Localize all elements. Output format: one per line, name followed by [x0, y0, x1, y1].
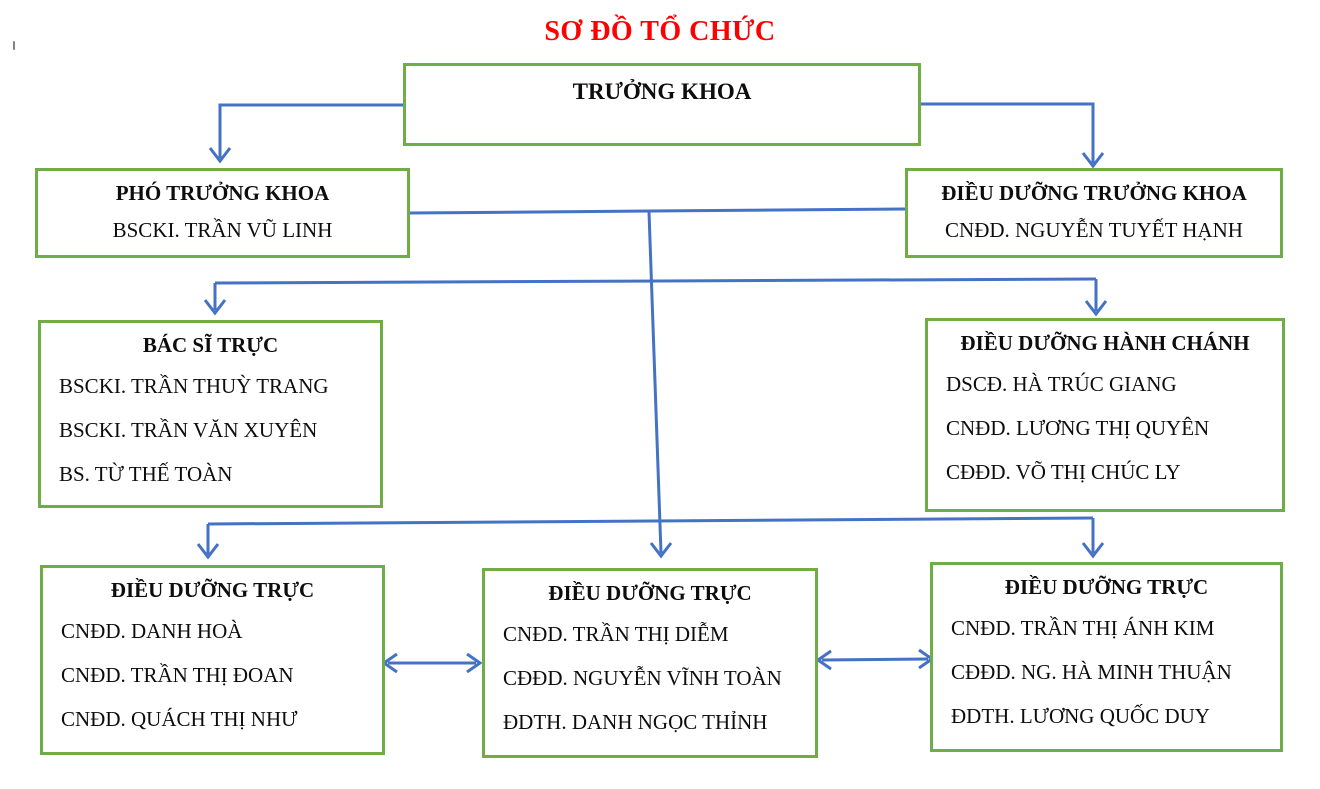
- member-name: CĐĐD. NGUYỄN VĨNH TOÀN: [503, 666, 782, 690]
- stray-artifact-mark: [13, 41, 15, 50]
- connector-top-to-left: [218, 103, 403, 158]
- connector-bottom-bar: [207, 516, 1094, 526]
- arrowhead-left-icon: [815, 649, 832, 671]
- box-dieu-duong-truc-1: ĐIỀU DƯỠNG TRỰC CNĐD. DANH HOÀ CNĐD. TRẦ…: [40, 565, 385, 755]
- member-name: ĐDTH. LƯƠNG QUỐC DUY: [951, 704, 1210, 728]
- member-list: CNĐD. DANH HOÀ CNĐD. TRẦN THỊ ĐOAN CNĐD.…: [43, 609, 382, 741]
- box-header: TRƯỞNG KHOA: [572, 79, 752, 104]
- connector-level2-bar: [409, 207, 906, 215]
- member-name: CNĐD. NGUYỄN TUYẾT HẠNH: [945, 218, 1243, 242]
- arrowhead-down-icon: [1081, 152, 1105, 169]
- connector-center-trunk: [647, 211, 663, 554]
- arrowhead-down-icon: [208, 147, 232, 164]
- connector-truc2-truc3: [821, 657, 929, 662]
- arrowhead-right-icon: [466, 652, 483, 674]
- box-header: ĐIỀU DƯỠNG HÀNH CHÁNH: [960, 331, 1250, 355]
- connector-top-to-right: [921, 102, 1095, 163]
- arrowhead-down-icon: [1081, 542, 1105, 559]
- page-title: SƠ ĐỒ TỔ CHỨC: [544, 16, 776, 47]
- box-header: BÁC SĨ TRỰC: [142, 333, 279, 357]
- member-name: BSCKI. TRẦN VĂN XUYÊN: [59, 418, 318, 442]
- member-name: BSCKI. TRẦN THUỲ TRANG: [59, 374, 329, 398]
- arrowhead-down-icon: [203, 299, 227, 316]
- box-header: ĐIỀU DƯỠNG TRỰC: [1004, 575, 1209, 599]
- box-dieu-duong-truc-3: ĐIỀU DƯỠNG TRỰC CNĐD. TRẦN THỊ ÁNH KIM C…: [930, 562, 1283, 752]
- box-truong-khoa: TRƯỞNG KHOA: [403, 63, 921, 146]
- box-dieu-duong-truong-khoa: ĐIỀU DƯỠNG TRƯỞNG KHOA CNĐD. NGUYỄN TUYẾ…: [905, 168, 1283, 258]
- box-header: ĐIỀU DƯỠNG TRỰC: [110, 578, 315, 602]
- member-name: DSCĐ. HÀ TRÚC GIANG: [946, 372, 1177, 396]
- arrowhead-down-icon: [649, 542, 673, 559]
- member-name: CNĐD. DANH HOÀ: [61, 619, 243, 643]
- member-list: BSCKI. TRẦN THUỲ TRANG BSCKI. TRẦN VĂN X…: [41, 364, 380, 496]
- arrowhead-left-icon: [381, 652, 398, 674]
- member-name: CNĐD. TRẦN THỊ ĐOAN: [61, 663, 294, 687]
- member-name: BSCKI. TRẦN VŨ LINH: [112, 218, 333, 242]
- member-list: CNĐD. TRẦN THỊ DIỄM CĐĐD. NGUYỄN VĨNH TO…: [485, 612, 815, 744]
- member-name: CNĐD. QUÁCH THỊ NHƯ: [61, 707, 298, 731]
- member-name: CĐĐD. NG. HÀ MINH THUẬN: [951, 660, 1232, 684]
- box-header: PHÓ TRƯỞNG KHOA: [115, 181, 330, 205]
- box-header: ĐIỀU DƯỠNG TRƯỞNG KHOA: [941, 181, 1247, 205]
- member-list: DSCĐ. HÀ TRÚC GIANG CNĐD. LƯƠNG THỊ QUYÊ…: [928, 362, 1282, 494]
- member-list: CNĐD. TRẦN THỊ ÁNH KIM CĐĐD. NG. HÀ MINH…: [933, 606, 1280, 738]
- box-dieu-duong-hanh-chanh: ĐIỀU DƯỠNG HÀNH CHÁNH DSCĐ. HÀ TRÚC GIAN…: [925, 318, 1285, 512]
- box-bac-si-truc: BÁC SĨ TRỰC BSCKI. TRẦN THUỲ TRANG BSCKI…: [38, 320, 383, 508]
- arrowhead-down-icon: [1084, 300, 1108, 317]
- member-name: CNĐD. TRẦN THỊ ÁNH KIM: [951, 616, 1215, 640]
- member-name: CĐĐD. VÕ THỊ CHÚC LY: [946, 460, 1181, 484]
- box-pho-truong-khoa: PHÓ TRƯỞNG KHOA BSCKI. TRẦN VŨ LINH: [35, 168, 410, 258]
- arrowhead-down-icon: [196, 543, 220, 560]
- connector-level3-bar: [214, 277, 1097, 285]
- member-name: BS. TỪ THẾ TOÀN: [59, 462, 233, 486]
- member-name: CNĐD. LƯƠNG THỊ QUYÊN: [946, 416, 1210, 440]
- member-name: ĐDTH. DANH NGỌC THỈNH: [503, 710, 768, 734]
- box-header: ĐIỀU DƯỠNG TRỰC: [548, 581, 752, 605]
- box-dieu-duong-truc-2: ĐIỀU DƯỠNG TRỰC CNĐD. TRẦN THỊ DIỄM CĐĐD…: [482, 568, 818, 758]
- member-name: CNĐD. TRẦN THỊ DIỄM: [503, 622, 729, 646]
